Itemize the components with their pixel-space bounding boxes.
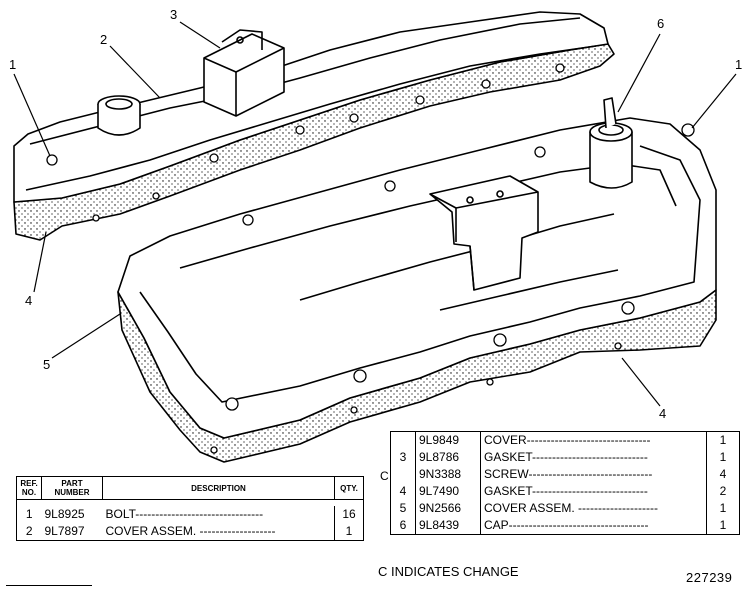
callout-1-left: 1 bbox=[9, 57, 17, 72]
callout-6: 6 bbox=[657, 16, 665, 31]
part-number: 9L8786 bbox=[415, 449, 481, 466]
table-row: 1 9L8925 BOLT---------------------------… bbox=[17, 506, 364, 523]
table-row: 9N3388 SCREW----------------------------… bbox=[391, 466, 740, 483]
ref-no: 4 bbox=[399, 484, 407, 498]
part-number: 9L8925 bbox=[44, 507, 85, 521]
callout-1-right: 1 bbox=[735, 57, 743, 72]
description: BOLT-------------------------------- bbox=[105, 507, 264, 521]
qty: 1 bbox=[706, 517, 740, 535]
table-row: 3 9L8786 GASKET-------------------------… bbox=[391, 449, 740, 466]
part-number: 9L7897 bbox=[44, 524, 85, 538]
qty: 2 bbox=[706, 483, 740, 500]
leader-lines bbox=[13, 21, 737, 407]
illustration-number: 227239 bbox=[686, 570, 733, 585]
parts-table-right: 9L9849 COVER----------------------------… bbox=[390, 431, 740, 535]
table-row: 9L9849 COVER----------------------------… bbox=[391, 431, 740, 450]
part-number: 9L8439 bbox=[415, 517, 481, 535]
upper-bolts bbox=[46, 63, 565, 222]
breather-box bbox=[203, 33, 285, 117]
lower-cover-assembly bbox=[117, 97, 717, 463]
qty: 4 bbox=[706, 466, 740, 483]
callout-5: 5 bbox=[43, 357, 51, 372]
description: GASKET----------------------------- bbox=[480, 483, 707, 500]
description: COVER------------------------------- bbox=[480, 431, 707, 449]
description: SCREW------------------------------- bbox=[480, 466, 707, 483]
table-row: 2 9L7897 COVER ASSEM. ------------------… bbox=[17, 523, 364, 541]
part-number: 9L9849 bbox=[415, 431, 481, 449]
parts-table-header: REF. NO. PART NUMBER DESCRIPTION QTY. bbox=[16, 476, 364, 500]
part-number: 9L7490 bbox=[415, 483, 481, 500]
qty: 1 bbox=[334, 523, 364, 541]
description: COVER ASSEM. ------------------- bbox=[105, 524, 276, 538]
part-number: 9N3388 bbox=[415, 466, 481, 483]
ref-no bbox=[391, 466, 416, 483]
callout-3: 3 bbox=[170, 7, 178, 22]
header-description: DESCRIPTION bbox=[102, 476, 335, 500]
ref-no: 3 bbox=[399, 450, 407, 464]
bracket bbox=[429, 175, 539, 291]
header-qty: QTY. bbox=[334, 476, 364, 500]
ref-no bbox=[391, 432, 416, 450]
upper-cover-assembly bbox=[13, 11, 615, 241]
qty: 1 bbox=[706, 500, 740, 517]
qty: 16 bbox=[334, 506, 364, 523]
parts-table-left: REF. NO. PART NUMBER DESCRIPTION QTY. 1 … bbox=[16, 476, 364, 541]
header-ref-no: REF. NO. bbox=[16, 476, 42, 500]
header-part-number: PART NUMBER bbox=[41, 476, 103, 500]
lower-cover-body bbox=[117, 117, 717, 439]
upper-cover-body bbox=[13, 11, 609, 203]
table-row: 4 9L7490 GASKET-------------------------… bbox=[391, 483, 740, 500]
table-row: 6 9L8439 CAP----------------------------… bbox=[391, 517, 740, 535]
callout-2: 2 bbox=[100, 32, 108, 47]
change-marker: C bbox=[380, 469, 389, 483]
ref-no: 1 bbox=[25, 507, 33, 521]
description: COVER ASSEM. -------------------- bbox=[480, 500, 707, 517]
part-number: 9N2566 bbox=[415, 500, 481, 517]
ref-no: 5 bbox=[399, 501, 407, 515]
divider bbox=[6, 585, 92, 586]
qty: 1 bbox=[706, 449, 740, 466]
description: GASKET----------------------------- bbox=[480, 449, 707, 466]
callout-4-right: 4 bbox=[659, 406, 667, 421]
description: CAP----------------------------------- bbox=[480, 517, 707, 535]
indicates-change-note: C INDICATES CHANGE bbox=[378, 564, 519, 579]
lower-bolts bbox=[210, 123, 695, 454]
table-row: 5 9N2566 COVER ASSEM. ------------------… bbox=[391, 500, 740, 517]
qty: 1 bbox=[706, 431, 740, 449]
ref-no: 2 bbox=[25, 524, 33, 538]
ref-no: 6 bbox=[399, 518, 407, 532]
callout-4-left: 4 bbox=[25, 293, 33, 308]
